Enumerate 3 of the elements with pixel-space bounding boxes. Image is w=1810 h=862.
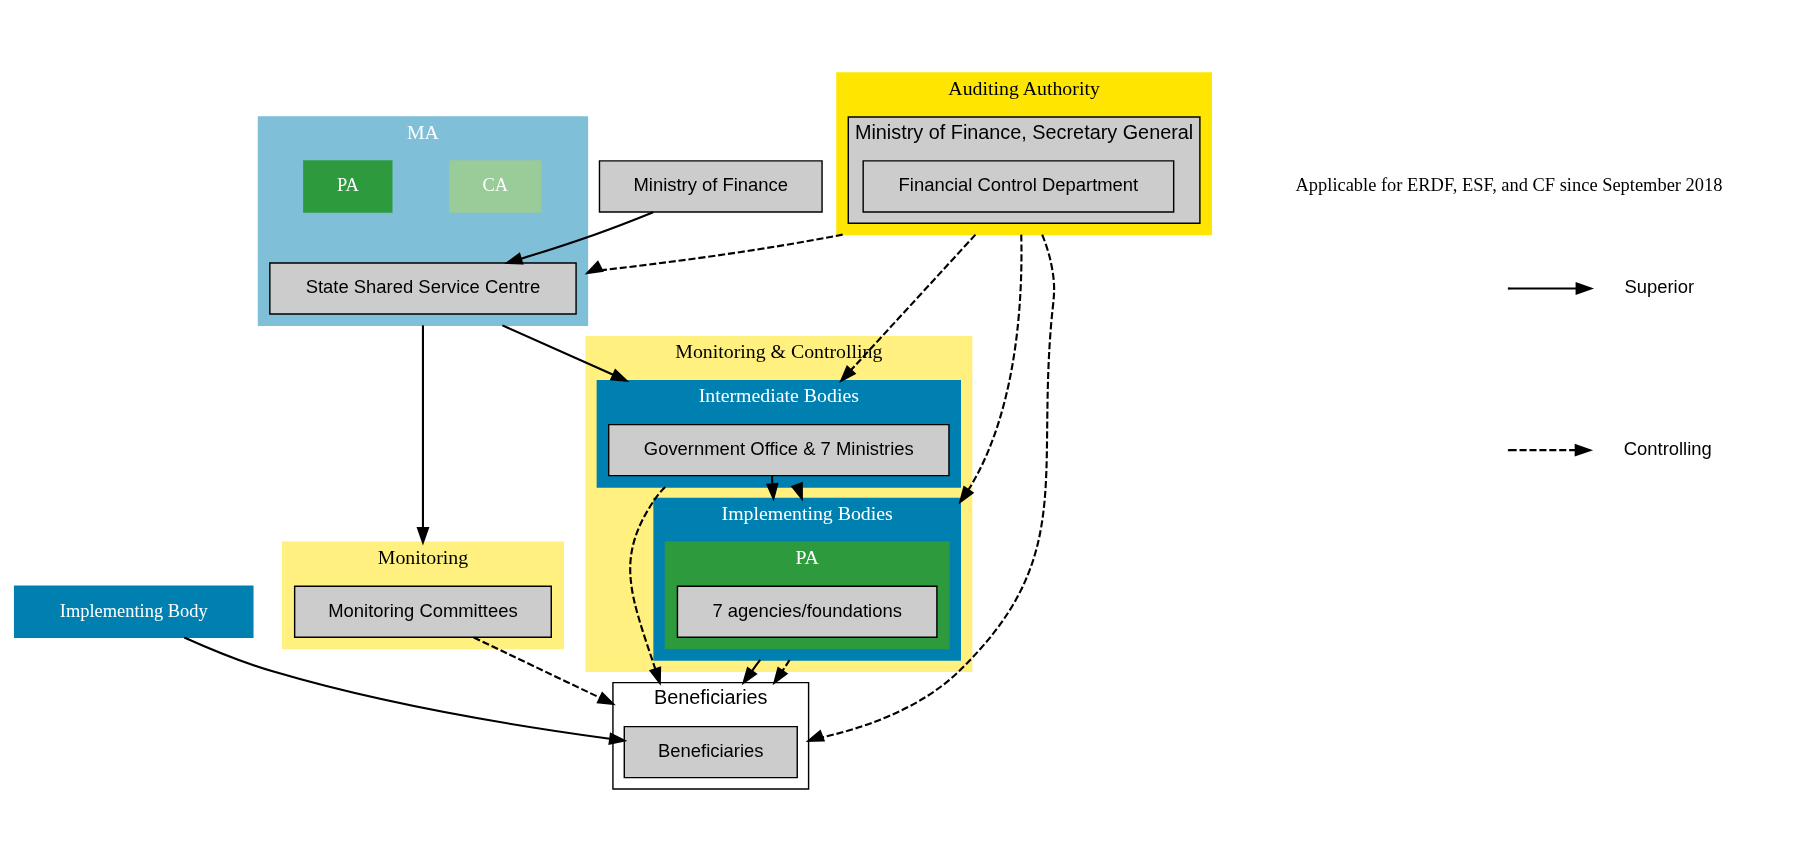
label: Applicable for ERDF, ESF, and CF since September 2018: [1295, 175, 1723, 196]
legend-label: Superior: [1624, 276, 1695, 298]
legend-label: Controlling: [1623, 437, 1712, 459]
